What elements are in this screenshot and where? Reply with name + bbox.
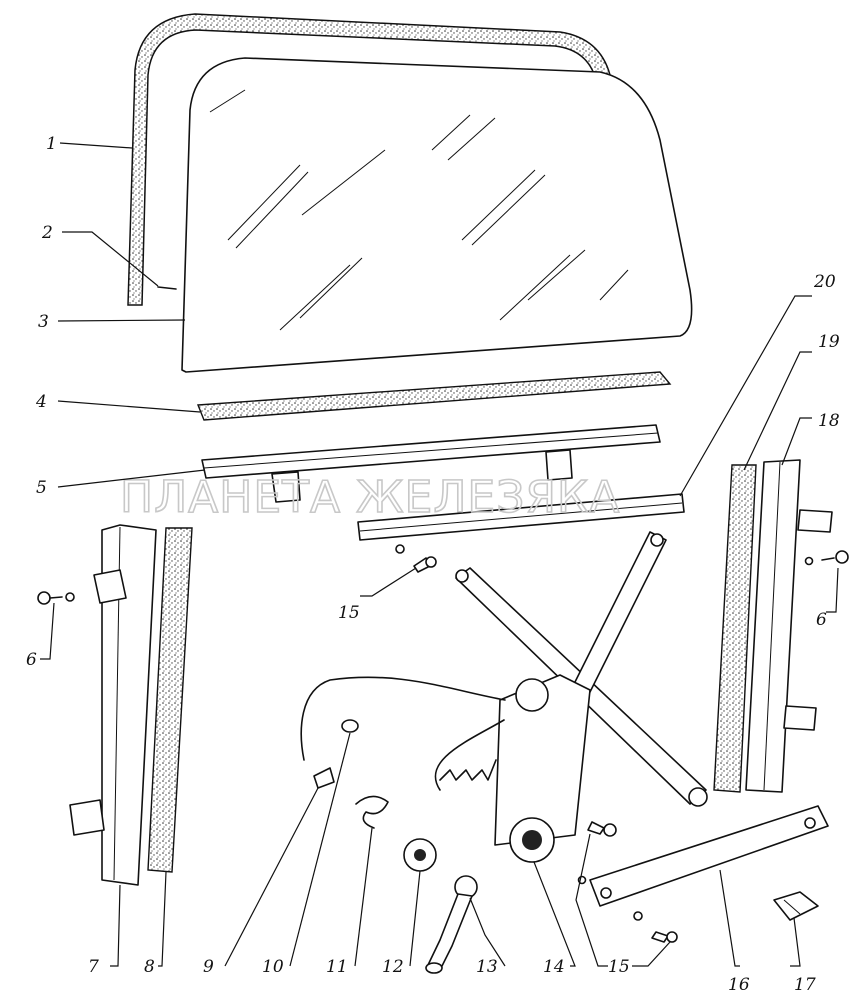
callout-6-front: 6 — [26, 650, 37, 670]
callout-11: 11 — [326, 957, 348, 977]
glass-lift-channel — [201, 424, 661, 503]
regulator-cable — [300, 676, 506, 761]
rear-guide-channel — [745, 459, 833, 793]
callout-1: 1 — [46, 134, 57, 154]
callout-2: 2 — [41, 223, 53, 243]
front-guide-channel — [69, 524, 157, 886]
callout-13: 13 — [476, 957, 498, 977]
callout-4: 4 — [35, 392, 47, 412]
bolt-lower — [577, 821, 678, 943]
callout-20: 20 — [813, 272, 836, 292]
callout-15-lower: 15 — [608, 957, 630, 977]
glass-bottom-seal — [196, 371, 672, 421]
callout-14: 14 — [543, 957, 565, 977]
spring-clip — [355, 795, 389, 829]
bolt-rear — [804, 550, 849, 566]
callout-10: 10 — [262, 957, 284, 977]
crank-shaft-pin — [313, 767, 335, 789]
front-channel-felt — [147, 527, 193, 873]
callout-16: 16 — [728, 975, 750, 995]
regulator-mounting-bar — [589, 805, 829, 907]
callout-7: 7 — [88, 957, 99, 977]
callout-5: 5 — [36, 478, 47, 498]
cap-plug — [341, 719, 359, 733]
callout-3: 3 — [38, 312, 49, 332]
window-crank-handle — [425, 875, 478, 974]
callout-8: 8 — [144, 957, 155, 977]
callout-leaders — [40, 142, 839, 967]
callout-labels: 1 2 3 4 5 6 7 8 9 10 11 12 13 14 15 15 1… — [26, 134, 840, 995]
callout-18: 18 — [818, 411, 840, 431]
retainer-clip — [773, 891, 819, 921]
door-glass — [181, 57, 693, 373]
handle-escutcheon — [403, 838, 437, 872]
callout-12: 12 — [382, 957, 404, 977]
bolt-upper — [413, 556, 437, 573]
callout-19: 19 — [818, 332, 840, 352]
rear-channel-felt — [713, 464, 757, 793]
bolt-front — [37, 591, 75, 605]
callout-17: 17 — [794, 975, 816, 995]
callout-9: 9 — [203, 957, 214, 977]
lower-guide-rail — [357, 493, 685, 554]
seal-screw — [157, 286, 177, 290]
glass-reflection-lines — [209, 89, 629, 331]
callout-6-rear: 6 — [816, 610, 827, 630]
window-regulator-mechanism — [300, 674, 591, 863]
callout-15-upper: 15 — [338, 603, 360, 623]
regulator-spring — [439, 759, 497, 781]
watermark-text: ПЛАНЕТА ЖЕЛЕЗЯКА — [120, 472, 620, 523]
